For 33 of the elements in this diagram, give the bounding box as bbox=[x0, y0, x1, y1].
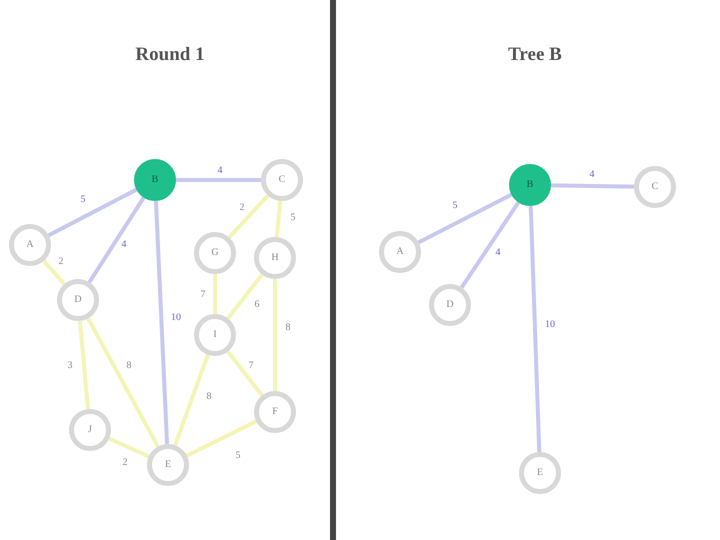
edge-weight: 2 bbox=[58, 257, 64, 267]
graph-edge bbox=[42, 260, 66, 286]
graph-edge bbox=[273, 279, 277, 391]
panel-title: Tree B bbox=[508, 42, 562, 67]
graph-edge bbox=[528, 206, 542, 452]
edge-weight: 4 bbox=[588, 170, 596, 180]
edge-weight: 8 bbox=[284, 323, 292, 333]
graph-edge bbox=[173, 354, 210, 446]
edge-weight: 3 bbox=[66, 361, 74, 371]
edge-weight: 8 bbox=[126, 361, 132, 371]
edge-weight: 5 bbox=[234, 451, 242, 461]
edge-weight: 10 bbox=[544, 320, 556, 330]
edge-weight: 7 bbox=[200, 290, 206, 300]
edge-weight: 5 bbox=[452, 201, 458, 211]
edge-weight: 2 bbox=[122, 458, 128, 468]
edge-weight: 2 bbox=[238, 203, 246, 213]
graph-edge bbox=[550, 183, 634, 189]
graph-edge bbox=[78, 320, 90, 410]
edge-weight: 6 bbox=[254, 300, 260, 310]
graph-edge bbox=[228, 194, 270, 239]
edge-weight: 5 bbox=[80, 195, 86, 205]
edge-weight: 10 bbox=[170, 313, 182, 323]
graph-edge bbox=[176, 178, 261, 182]
edge-weight: 7 bbox=[248, 361, 254, 371]
graph-edge bbox=[213, 274, 217, 314]
edge-weight: 4 bbox=[494, 248, 502, 258]
graph-edge bbox=[154, 200, 170, 444]
edge-weight: 5 bbox=[290, 213, 296, 223]
edge-weight: 4 bbox=[216, 166, 224, 176]
edge-weight: 8 bbox=[206, 392, 212, 402]
panel-title: Round 1 bbox=[135, 42, 205, 67]
edge-weight: 4 bbox=[120, 240, 128, 250]
graph-edge bbox=[274, 200, 282, 238]
